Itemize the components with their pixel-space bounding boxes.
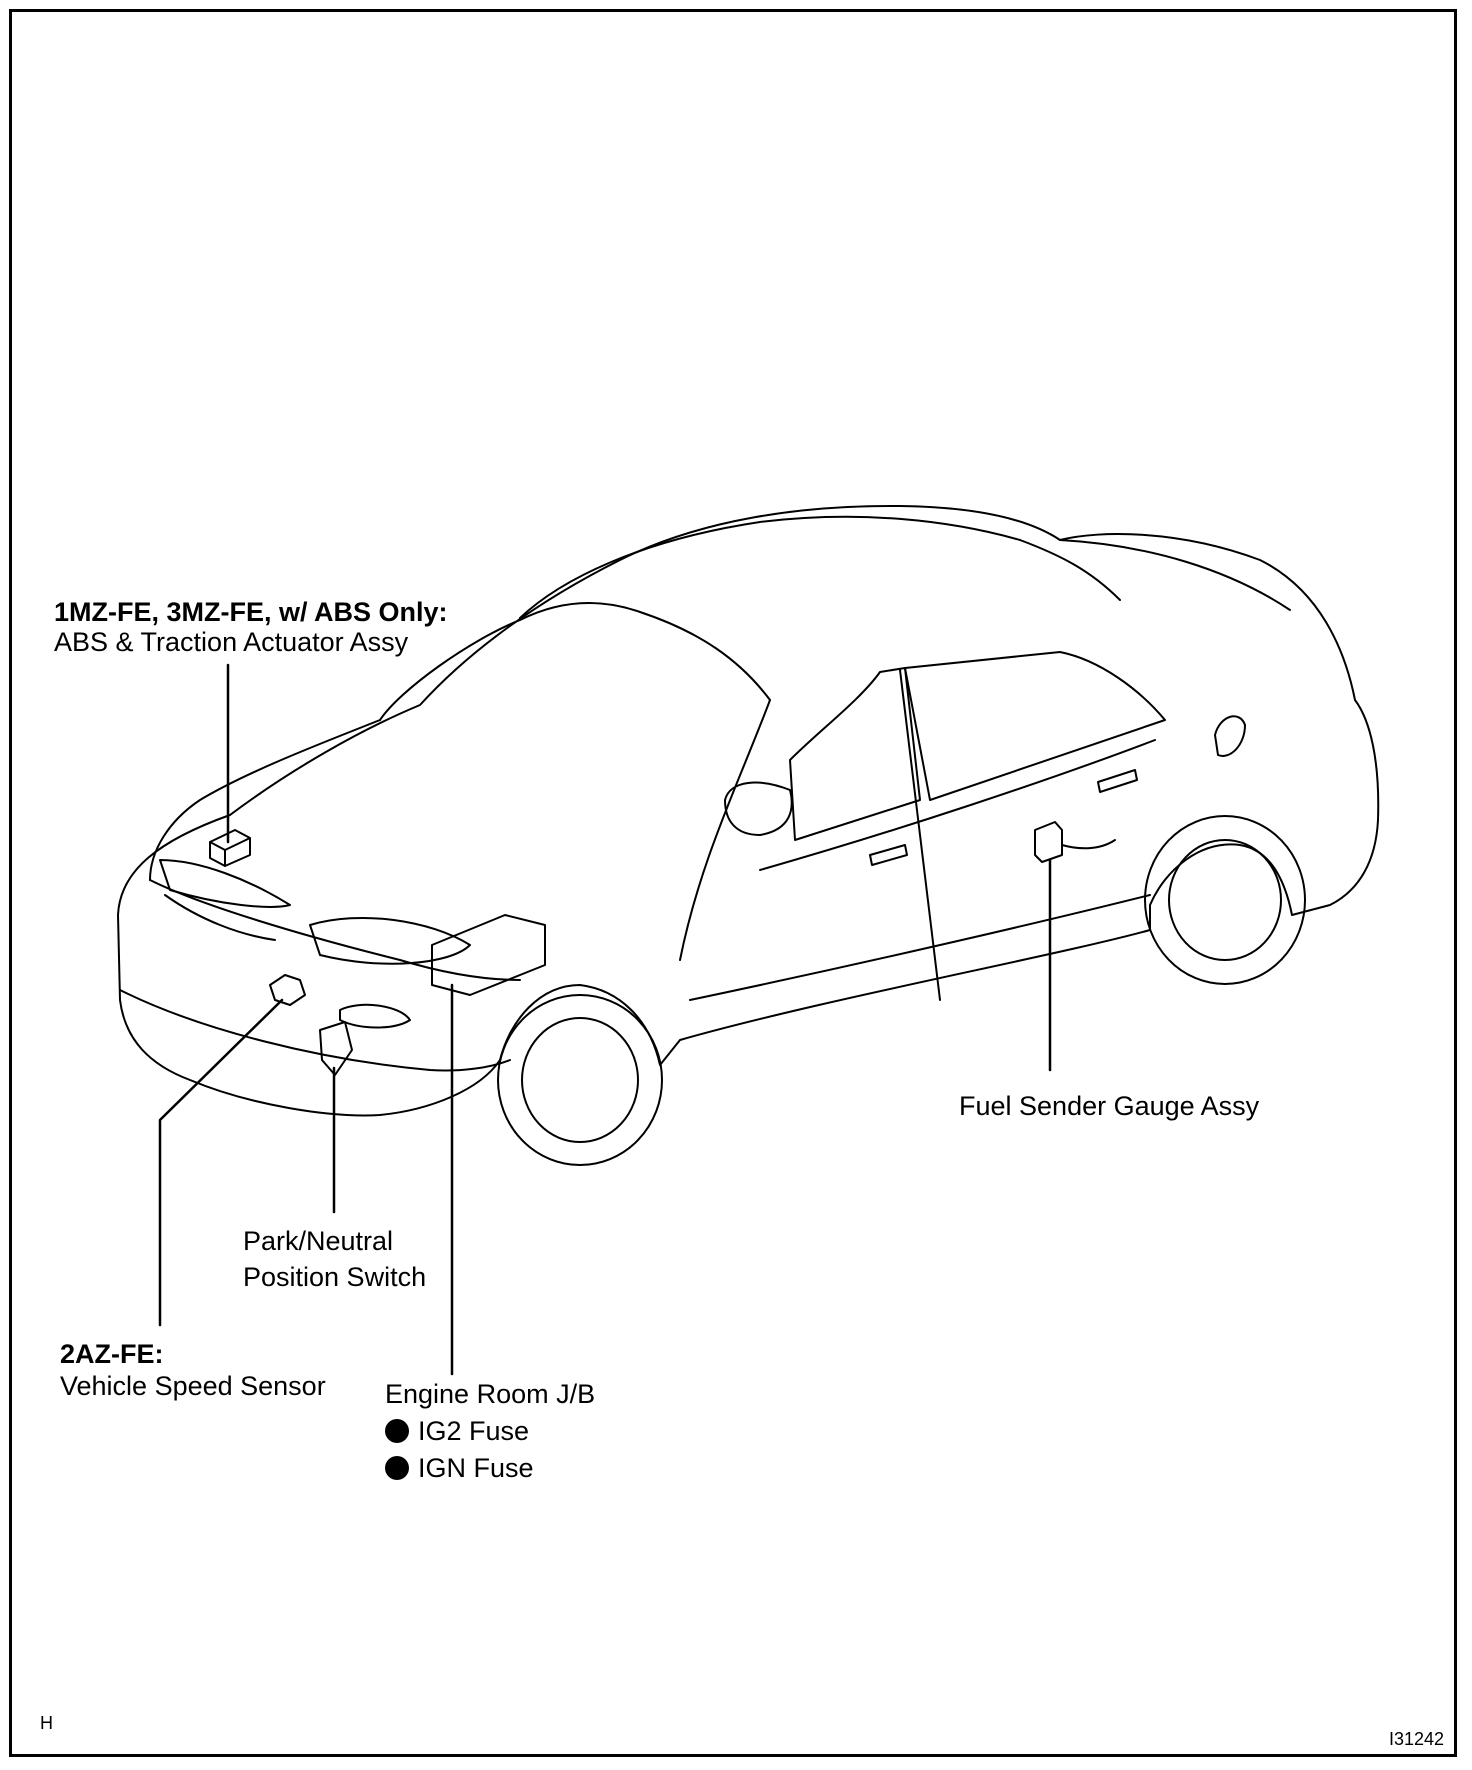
vss-condition-label: 2AZ-FE:	[60, 1339, 164, 1369]
right-headlight	[309, 917, 471, 965]
left-headlight	[159, 859, 291, 908]
vss-name-label: Vehicle Speed Sensor	[60, 1371, 326, 1401]
fuel-door	[1214, 715, 1246, 757]
jb-item-ign: IGN Fuse	[385, 1450, 534, 1486]
front-side-window	[789, 667, 921, 841]
jb-item-ig2: IG2 Fuse	[385, 1413, 529, 1449]
bullet-icon	[385, 1456, 409, 1480]
vss-leader	[158, 998, 284, 1327]
grille	[164, 894, 276, 941]
rear-wheel-tire	[1144, 815, 1306, 985]
front-wheel-rim	[521, 1017, 639, 1143]
hood-front	[149, 879, 521, 981]
bullet-icon	[385, 1419, 409, 1443]
rocker-line	[689, 894, 1151, 1001]
rear-wheel-rim	[1168, 839, 1282, 961]
fog-light	[339, 1003, 411, 1029]
abs-name-label: ABS & Traction Actuator Assy	[54, 627, 409, 657]
rear-window	[1059, 539, 1291, 611]
fuel-sender-label: Fuel Sender Gauge Assy	[959, 1091, 1260, 1121]
front-door-handle	[869, 844, 908, 866]
rear-side-window	[904, 651, 1166, 801]
pns-label-line2: Position Switch	[243, 1262, 427, 1292]
pns-shape	[319, 1021, 353, 1076]
diagram-frame	[9, 9, 1457, 1757]
front-bumper	[119, 989, 511, 1072]
b-pillar	[899, 669, 941, 1001]
hood-line	[149, 719, 381, 881]
engine-room-jb-shape	[431, 914, 546, 996]
door-line	[759, 739, 1156, 871]
figure-id: I31242	[1388, 1729, 1444, 1749]
roof-line	[519, 515, 1121, 619]
jb-name-label: Engine Room J/B	[385, 1379, 596, 1409]
front-wheel-tire	[497, 994, 663, 1166]
fuel-sender-wire	[1061, 839, 1116, 850]
side-mirror	[724, 781, 793, 836]
speed-sensor-shape	[269, 974, 306, 1006]
pns-label-line1: Park/Neutral	[243, 1226, 394, 1256]
fuel-sender-shape	[1034, 821, 1063, 863]
windshield	[379, 601, 771, 721]
rear-door-handle	[1097, 769, 1138, 793]
abs-condition-label: 1MZ-FE, 3MZ-FE, w/ ABS Only:	[54, 597, 448, 627]
abs-actuator-shape	[209, 829, 251, 867]
a-pillar	[679, 699, 771, 961]
corner-left-code: H	[40, 1713, 53, 1733]
